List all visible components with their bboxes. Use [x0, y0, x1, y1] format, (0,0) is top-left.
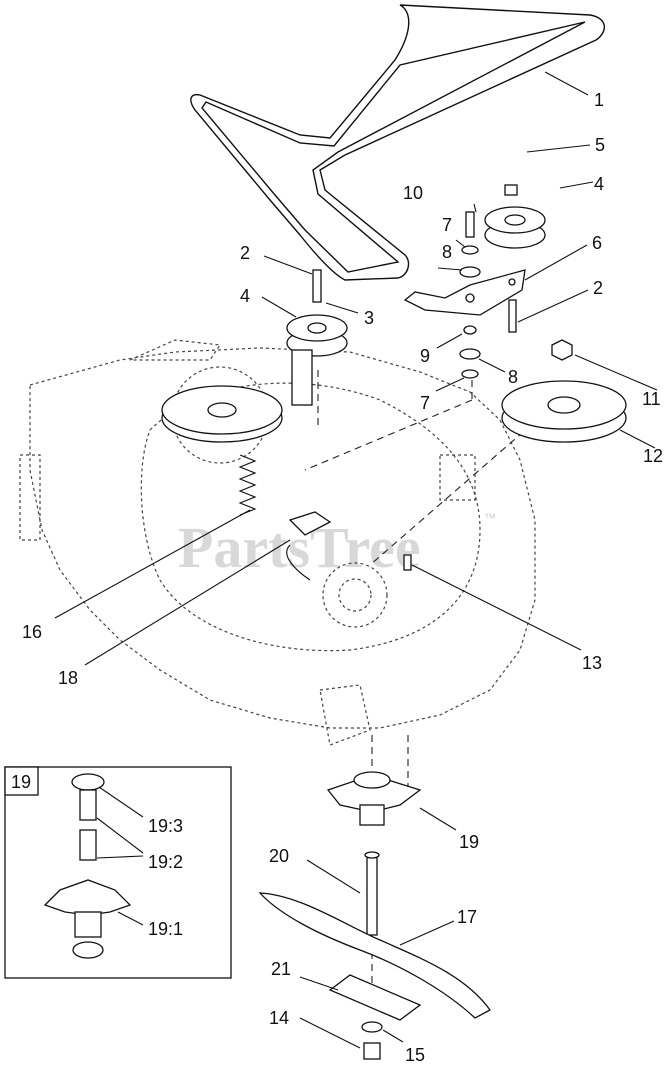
callout-19-1: 19:1	[148, 919, 183, 939]
callout-3: 3	[364, 308, 374, 328]
callout-19-2: 19:2	[148, 852, 183, 872]
callout-10: 10	[403, 183, 423, 203]
callout-8-upper: 8	[442, 242, 452, 262]
callout-4-left: 4	[240, 286, 250, 306]
callout-21: 21	[271, 959, 291, 979]
blade-bolt	[361, 1021, 383, 1060]
callout-20: 20	[269, 846, 289, 866]
hardware-stack	[459, 211, 517, 379]
inset-title: 19	[11, 772, 31, 792]
drive-pulley	[501, 339, 627, 443]
callout-5: 5	[595, 135, 605, 155]
callout-labels: 1 2 2 3 4 4 5 6 7 7 8 8 9 10 11 12 13 14…	[11, 90, 663, 1065]
callout-19-3: 19:3	[148, 816, 183, 836]
callout-18: 18	[58, 668, 78, 688]
idler-pulley-left	[286, 269, 348, 406]
blade-adapter	[328, 974, 422, 1021]
callout-8-lower: 8	[508, 367, 518, 387]
mower-blade	[258, 892, 491, 1019]
spindle-assembly	[326, 771, 422, 826]
callout-4-right: 4	[594, 174, 604, 194]
callout-2-right: 2	[593, 278, 603, 298]
leader-lines	[54, 71, 658, 1049]
callout-17: 17	[457, 907, 477, 927]
deck-pulley-left	[161, 385, 283, 443]
callout-11: 11	[642, 389, 661, 409]
spindle-shaft	[364, 851, 380, 936]
callout-13: 13	[582, 653, 602, 673]
v-belt	[190, 4, 605, 281]
callout-14: 14	[269, 1008, 289, 1028]
callout-9: 9	[420, 346, 430, 366]
callout-1: 1	[594, 90, 604, 110]
callout-15: 15	[405, 1045, 425, 1065]
callout-7-upper: 7	[442, 215, 452, 235]
callout-6: 6	[592, 233, 602, 253]
callout-7-lower: 7	[420, 393, 430, 413]
spindle-detail-inset	[4, 766, 232, 979]
callout-16: 16	[22, 622, 42, 642]
callout-12: 12	[643, 446, 663, 466]
tension-spring	[238, 454, 412, 581]
callout-19: 19	[459, 832, 479, 852]
trademark-mark: ™	[484, 511, 496, 525]
callout-2-left: 2	[240, 243, 250, 263]
idler-bracket	[403, 269, 526, 316]
idler-pulley-upper	[484, 184, 546, 249]
